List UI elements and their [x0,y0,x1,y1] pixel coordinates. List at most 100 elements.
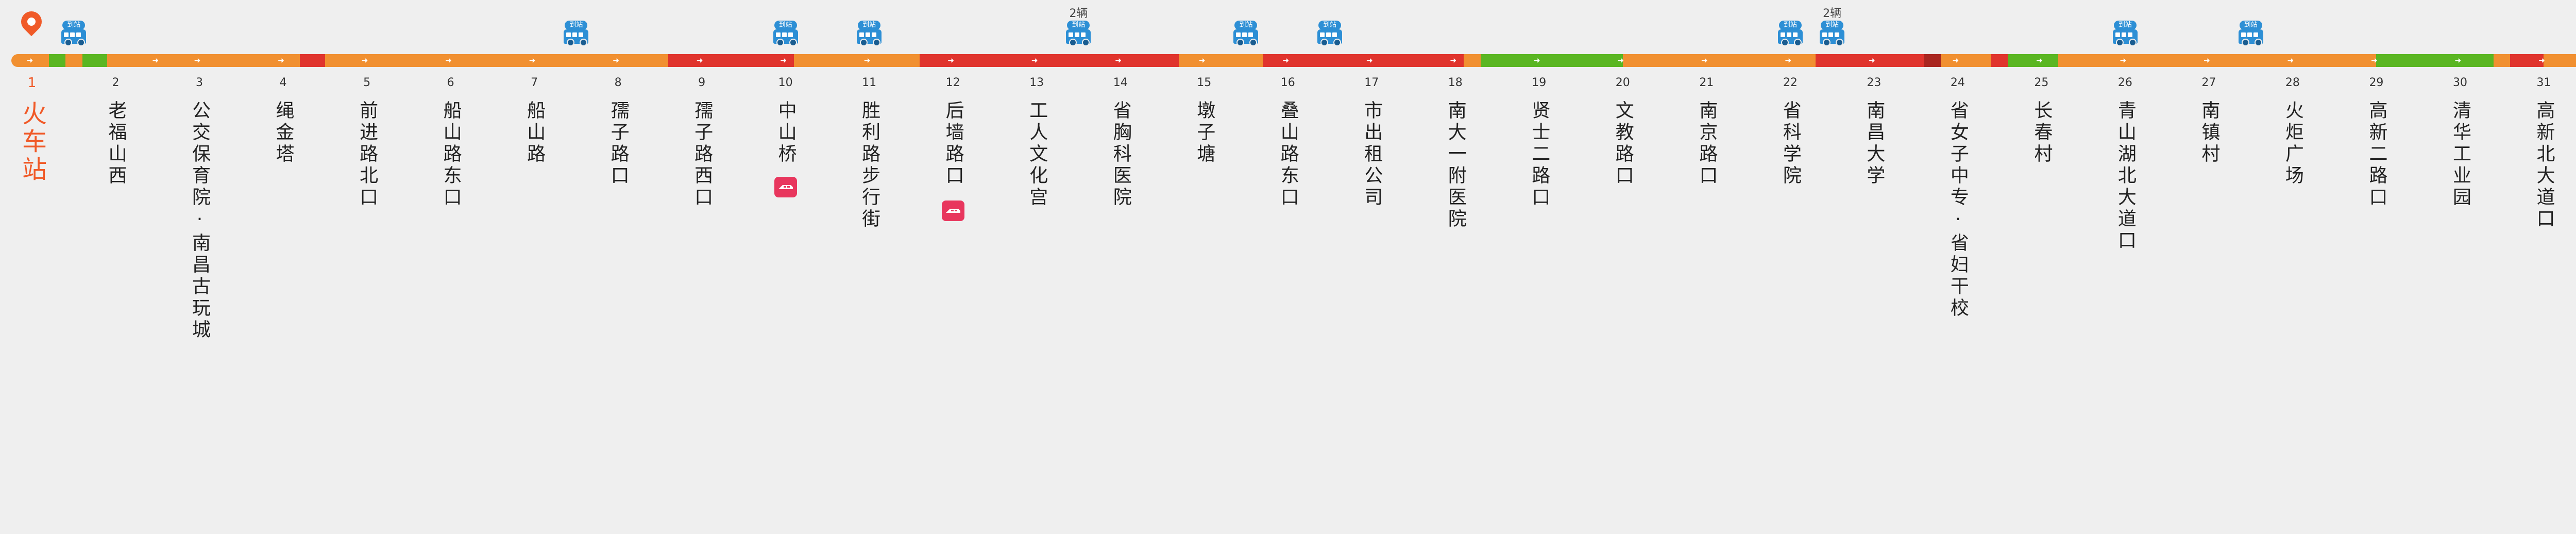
bus-body [2112,29,2138,46]
stop-number: 2 [112,76,120,89]
stop-name[interactable]: 长春村 [2031,101,2053,165]
stop-number: 31 [2536,76,2551,89]
stop-name[interactable]: 船山路东口 [440,101,462,209]
bus-icon[interactable]: 到站 [2110,21,2141,48]
arrow-right-icon: ➜ [2371,56,2378,65]
bus-icon[interactable]: 到站 [2235,21,2266,48]
arrow-right-icon: ➜ [1450,56,1457,65]
arrow-right-icon: ➜ [1785,56,1792,65]
bus-icon[interactable]: 到站 [58,21,89,48]
stop-name[interactable]: 清华工业园 [2449,101,2471,209]
stop-name[interactable]: 南京路口 [1696,101,1718,187]
bus-body [61,29,87,46]
stop-name[interactable]: 叠山路东口 [1277,101,1299,209]
stop-name[interactable]: 老福山西 [105,101,127,187]
congestion-segment-congested [1991,54,2008,67]
stop-number: 21 [1699,76,1714,89]
arrow-right-icon: ➜ [1701,56,1708,65]
bus-icon[interactable]: 到站 [854,21,885,48]
stop-name[interactable]: 墩子塘 [1194,101,1215,165]
stop-name[interactable]: 孺子路口 [607,101,629,187]
bus-body [1820,29,1845,46]
stop-number: 3 [196,76,204,89]
stop-name[interactable]: 前进路北口 [357,101,378,209]
arrow-right-icon: ➜ [194,56,201,65]
arrow-right-icon: ➜ [2204,56,2210,65]
stop-name[interactable]: 火车站 [18,101,46,184]
stop-name[interactable]: 工人文化宫 [1026,101,1048,209]
bus-icon[interactable]: 到站 [1230,21,1261,48]
bus-icon[interactable]: 到站 [1775,21,1806,48]
congestion-segment-smooth [82,54,108,67]
arrow-right-icon: ➜ [278,56,284,65]
stop-name[interactable]: 南镇村 [2198,101,2220,165]
stop-name[interactable]: 贤士二路口 [1529,101,1550,209]
arrow-right-icon: ➜ [1031,56,1038,65]
stop-name[interactable]: 南昌大学 [1863,101,1885,187]
bus-status-badge: 到站 [1821,21,1844,30]
congestion-segment-congested [300,54,325,67]
bus-body [2238,29,2263,46]
stop-name[interactable]: 火炬广场 [2282,101,2303,187]
stop-name[interactable]: 孺子路西口 [691,101,713,209]
stop-number: 5 [363,76,371,89]
bus-status-badge: 到站 [565,21,588,30]
stop-name[interactable]: 胜利路步行街 [859,101,880,230]
stop-name[interactable]: 市出租公司 [1361,101,1383,209]
bus-icon[interactable]: 到站 [770,21,801,48]
stop-name[interactable]: 省胸科医院 [1110,101,1131,209]
arrow-right-icon: ➜ [2538,56,2545,65]
congestion-segment-slow [1941,54,1991,67]
stop-number: 4 [279,76,287,89]
arrow-right-icon: ➜ [1282,56,1290,65]
stop-name[interactable]: 文教路口 [1612,101,1634,187]
stop-number: 25 [2034,76,2049,89]
arrow-right-icon: ➜ [529,56,536,65]
stop-number: 24 [1950,76,1965,89]
bus-icon[interactable]: 到站 [1314,21,1345,48]
stop-number: 30 [2452,76,2467,89]
stop-name[interactable]: 公交保育院·南昌古玩城 [189,101,211,341]
arrow-right-icon: ➜ [2287,56,2294,65]
bus-body [857,29,882,46]
stop-number: 18 [1448,76,1463,89]
arrow-right-icon: ➜ [2036,56,2043,65]
bus-status-badge: 到站 [774,21,797,30]
stop-name[interactable]: 南大一附医院 [1445,101,1466,230]
congestion-segment-congested [1815,54,1924,67]
stop-number: 9 [698,76,706,89]
stop-name[interactable]: 青山湖北大道口 [2114,101,2136,252]
bus-status-badge: 到站 [1778,21,1802,30]
stop-name[interactable]: 省科学院 [1780,101,1801,187]
stop-number: 22 [1783,76,1798,89]
stop-name[interactable]: 绳金塔 [273,101,294,165]
bus-count-label: 2辆 [1069,7,1088,20]
stop-name[interactable]: 高新二路口 [2366,101,2387,209]
location-pin-icon [16,7,46,37]
stop-name[interactable]: 后墙路口 [942,101,964,187]
arrow-right-icon: ➜ [1869,56,1875,65]
congestion-segment-smooth [2008,54,2058,67]
arrow-right-icon: ➜ [1533,56,1540,65]
stop-number: 23 [1867,76,1882,89]
bus-body [564,29,589,46]
bus-status-badge: 到站 [1318,21,1341,30]
bus-icon[interactable]: 到站 [1063,21,1094,48]
arrow-right-icon: ➜ [361,56,368,65]
arrow-right-icon: ➜ [152,56,159,65]
congestion-segment-slow [32,54,49,67]
congestion-segment-congested [1262,54,1464,67]
stop-number: 10 [778,76,793,89]
arrow-right-icon: ➜ [1952,56,1959,65]
stop-name[interactable]: 高新北大道口 [2533,101,2555,230]
stop-name[interactable]: 省女子中专·省妇干校 [1947,101,1969,320]
stop-name[interactable]: 船山路 [524,101,546,165]
arrow-right-icon: ➜ [1366,56,1373,65]
congestion-segment-smooth [48,54,65,67]
arrow-right-icon: ➜ [445,56,452,65]
stop-name[interactable]: 中山桥 [775,101,796,165]
stop-number: 19 [1532,76,1547,89]
bus-icon[interactable]: 到站 [1817,21,1848,48]
bus-icon[interactable]: 到站 [561,21,591,48]
